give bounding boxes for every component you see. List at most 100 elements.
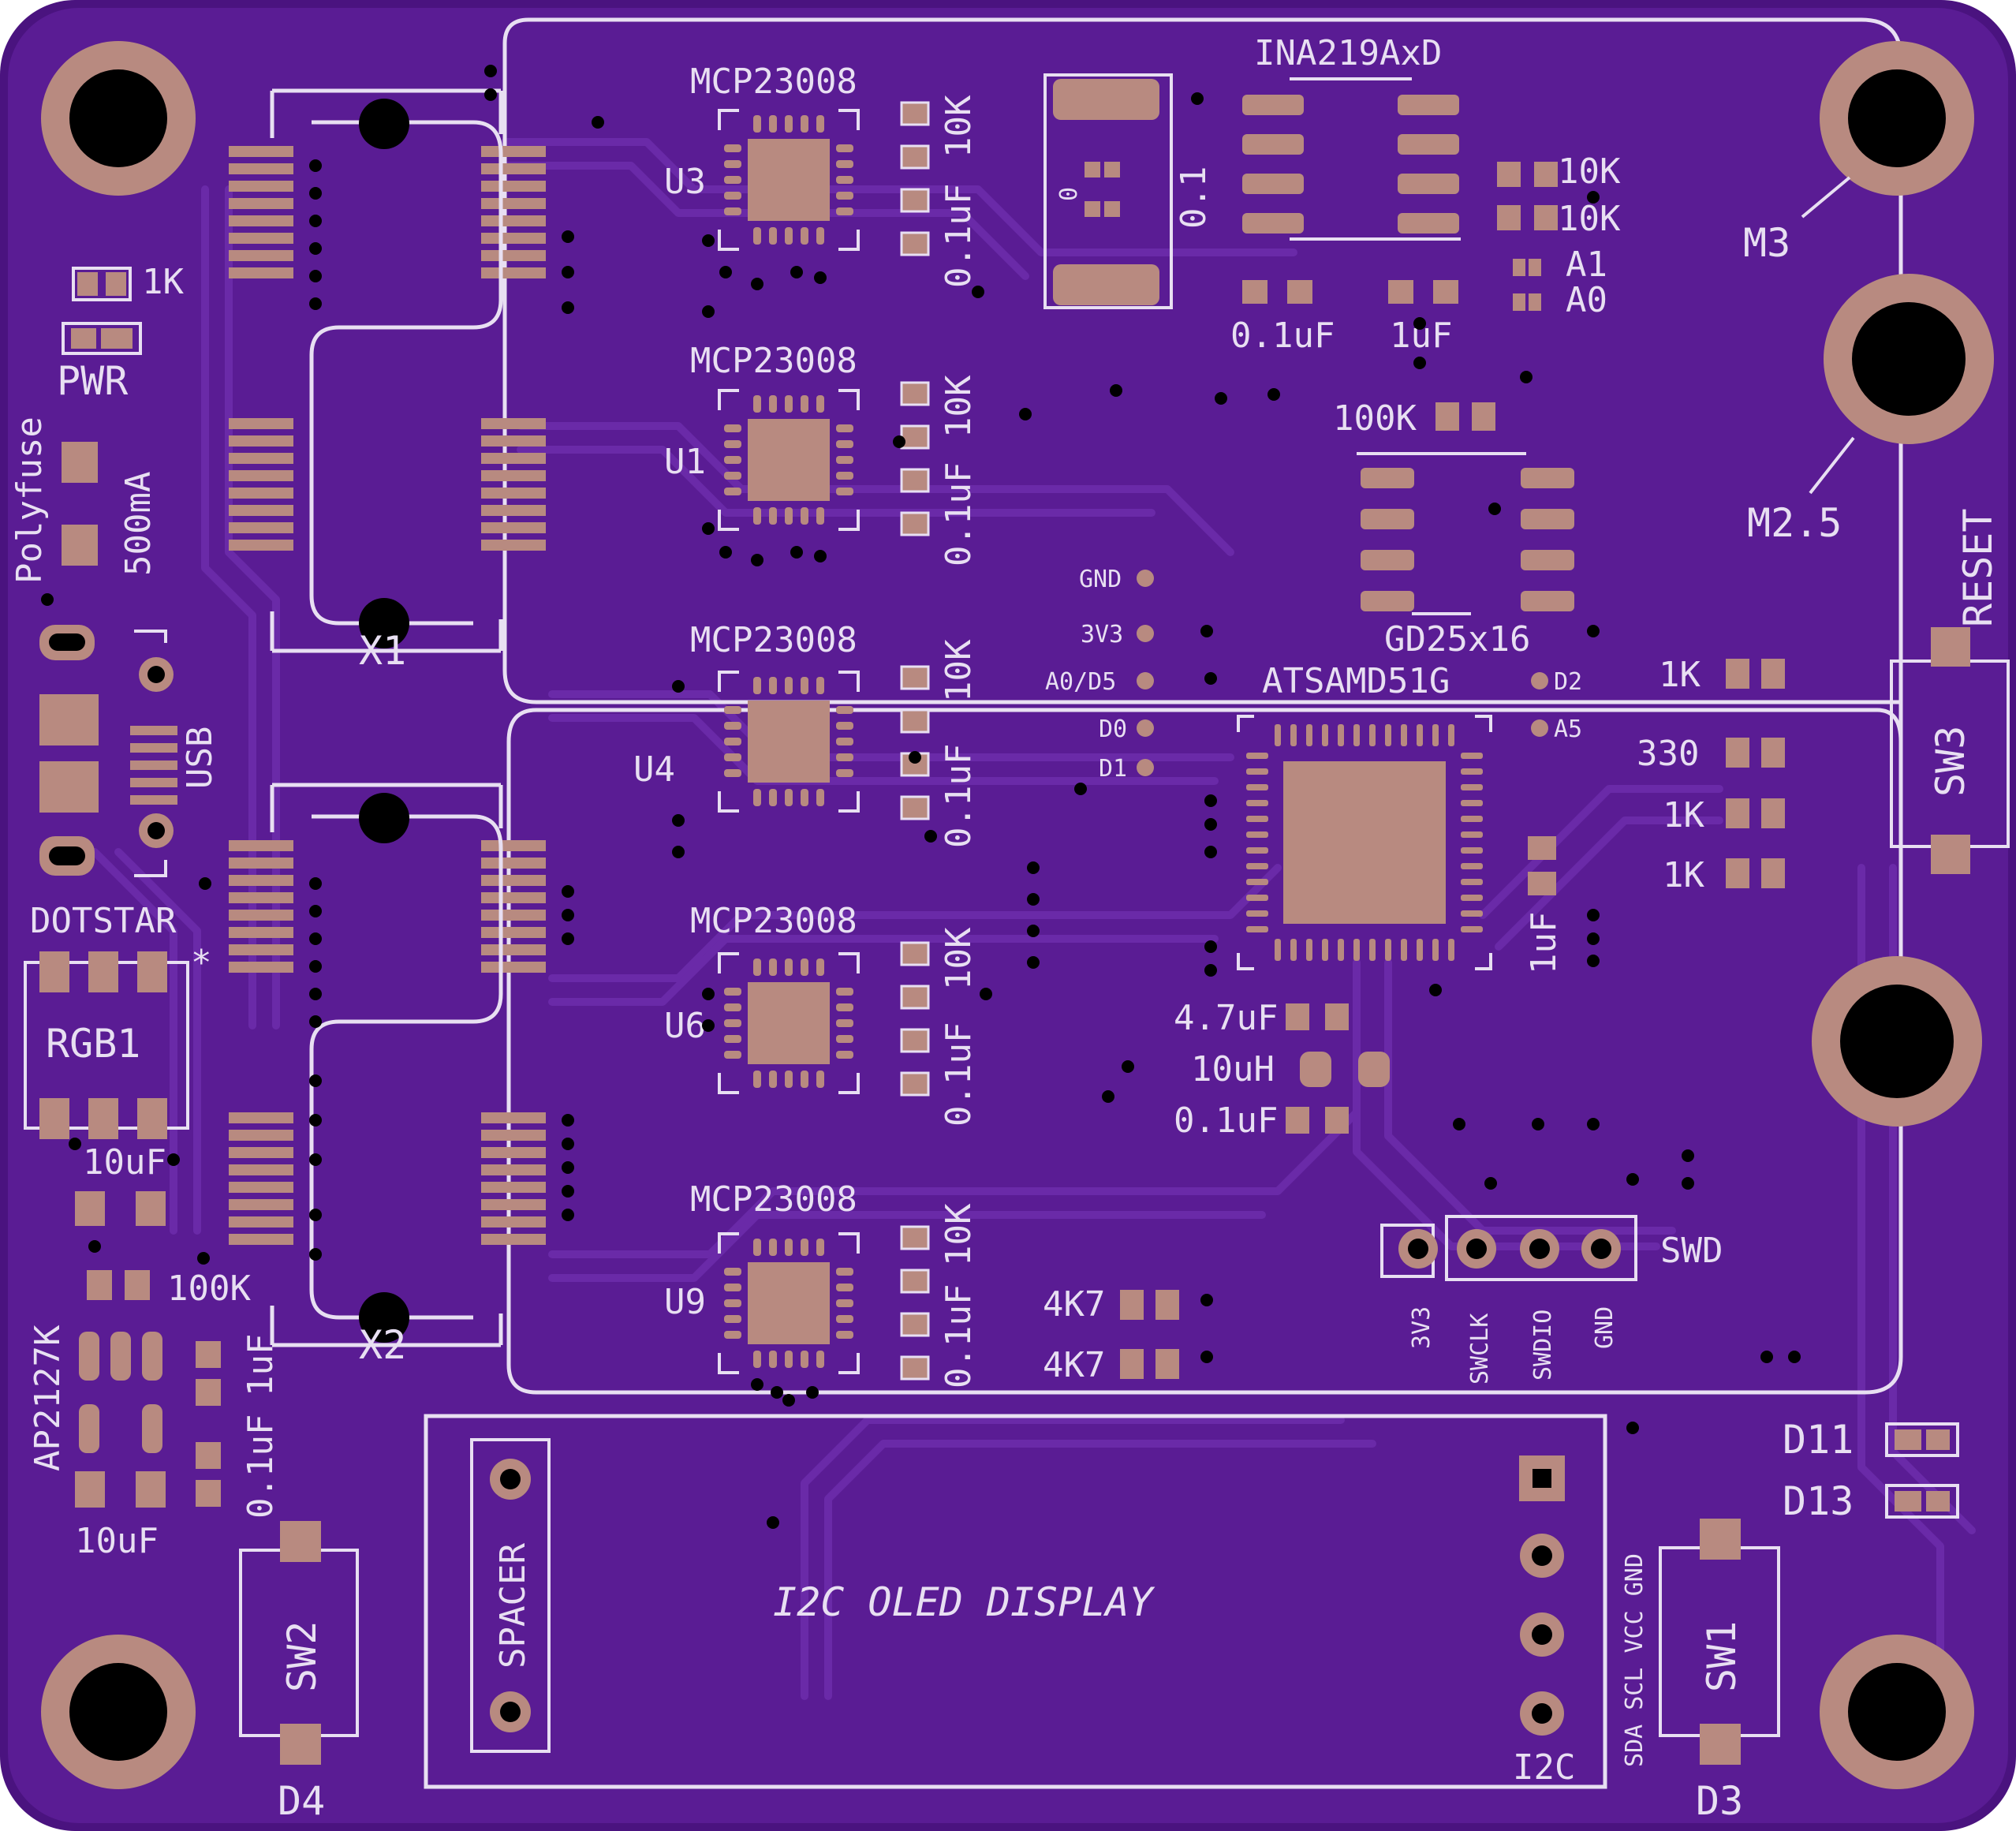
- label-ina-r1: 10K: [1558, 151, 1621, 192]
- svg-text:10K: 10K: [939, 927, 979, 990]
- label-dotstar: DOTSTAR: [30, 901, 177, 941]
- label-r1k-b: 1K: [1663, 795, 1704, 835]
- label-r1k-c: 1K: [1663, 855, 1704, 895]
- label-ina-c1: 0.1uF: [1230, 316, 1335, 356]
- shunt-resistor: [1043, 73, 1173, 309]
- label-r1k-pwr: 1K: [142, 262, 184, 302]
- label-c10uf-b: 10uF: [75, 1521, 159, 1561]
- label-m3: M3: [1743, 220, 1790, 266]
- m25-leader: [1809, 436, 1855, 495]
- svg-text:0.1uF: 0.1uF: [939, 462, 979, 566]
- label-a0: A0: [1566, 280, 1607, 320]
- regulator-passives: [75, 1191, 221, 1508]
- swd-header[interactable]: [1380, 1215, 1637, 1281]
- label-u6: U6: [664, 1006, 706, 1046]
- label-i2c-pins: SDA SCL VCC GND: [1621, 1553, 1648, 1767]
- vias: [41, 65, 1801, 1529]
- spacer-header: [470, 1438, 551, 1753]
- r100k-top-pads: [1435, 402, 1495, 431]
- label-c1uf-mcu: 1uF: [1524, 912, 1564, 974]
- label-u9: U9: [664, 1282, 706, 1322]
- usb-connector[interactable]: [39, 625, 177, 877]
- label-d2: D2: [1554, 668, 1582, 696]
- label-mcp-u9: MCP23008: [690, 1179, 857, 1220]
- label-a0d5: A0/D5: [1045, 668, 1116, 696]
- svg-text:0.1uF: 0.1uF: [939, 184, 979, 288]
- label-oled: I2C OLED DISPLAY: [773, 1579, 1155, 1625]
- label-3v3-pad: 3V3: [1081, 621, 1123, 648]
- label-rgb1: RGB1: [46, 1021, 140, 1067]
- label-spacer: SPACER: [493, 1543, 533, 1668]
- label-mcp-u1: MCP23008: [690, 341, 857, 381]
- svg-text:10K: 10K: [939, 639, 979, 702]
- ic-u4: [718, 671, 860, 813]
- ic-u1: [718, 389, 860, 531]
- label-flash: GD25x16: [1384, 619, 1530, 660]
- label-pwr: PWR: [57, 358, 129, 404]
- label-c01-mcu: 0.1uF: [1174, 1100, 1278, 1141]
- mcp-passive-labels: 10K 0.1uF 10K 0.1uF 10K 0.1uF 10K 0.1uF …: [939, 95, 979, 1388]
- ic-u9: [718, 1232, 860, 1374]
- label-reset: RESET: [1955, 508, 2001, 627]
- ic-u6: [718, 952, 860, 1094]
- label-gnd-pad: GND: [1079, 566, 1122, 593]
- label-x1: X1: [359, 628, 406, 674]
- label-swd-gnd: GND: [1591, 1306, 1618, 1349]
- switch-sw2[interactable]: [239, 1521, 359, 1765]
- label-sw1: SW1: [1699, 1621, 1745, 1692]
- svg-text:0.1uF: 0.1uF: [939, 744, 979, 848]
- i2c-header[interactable]: [1519, 1455, 1565, 1736]
- label-mcp-u4: MCP23008: [690, 620, 857, 660]
- switch-sw1[interactable]: [1659, 1519, 1780, 1765]
- label-u1: U1: [664, 442, 706, 482]
- switch-sw3[interactable]: [1890, 627, 2010, 874]
- svg-text:10K: 10K: [939, 1203, 979, 1266]
- right-resistor-pads: [1726, 659, 1785, 888]
- label-500ma: 500mA: [118, 472, 159, 576]
- label-usb: USB: [180, 727, 220, 789]
- connector-x1: [229, 88, 546, 653]
- label-sw2: SW2: [279, 1621, 325, 1692]
- label-d11: D11: [1783, 1417, 1854, 1463]
- led-rgb1: [24, 951, 189, 1139]
- label-a5: A5: [1554, 716, 1582, 743]
- label-d13: D13: [1783, 1478, 1854, 1524]
- ic-ina219: [1242, 77, 1461, 241]
- label-shunt-01: 0.1: [1174, 166, 1214, 229]
- label-a1: A1: [1566, 245, 1607, 285]
- label-l10: 10uH: [1191, 1049, 1275, 1089]
- label-u3: U3: [664, 162, 706, 202]
- label-c10uf-a: 10uF: [83, 1142, 166, 1183]
- m3-leader: [1801, 176, 1851, 219]
- led-d13: [1885, 1484, 1959, 1519]
- label-sw3: SW3: [1928, 726, 1973, 797]
- label-x2: X2: [359, 1322, 406, 1368]
- label-swd: SWD: [1660, 1231, 1723, 1271]
- svg-text:0.1uF: 0.1uF: [939, 1022, 979, 1127]
- label-4k7-b: 4K7: [1043, 1345, 1105, 1385]
- label-i2c: I2C: [1513, 1747, 1575, 1788]
- test-pads: [1137, 570, 1548, 776]
- r1k-pwr-pads: [72, 267, 132, 301]
- label-m25: M2.5: [1747, 500, 1842, 546]
- mounting-holes: [41, 41, 1994, 1789]
- label-mcp-u3: MCP23008: [690, 62, 857, 102]
- module-outline-top: [502, 17, 1903, 704]
- label-swd-swdio: SWDIO: [1529, 1310, 1557, 1381]
- led-pwr: [62, 322, 142, 355]
- label-r100k-top: 100K: [1333, 398, 1417, 439]
- label-ap2127k: AP2127K: [28, 1325, 68, 1471]
- label-ina219: INA219AxD: [1254, 33, 1442, 73]
- ic-flash-gd25: [1357, 452, 1574, 615]
- label-polyfuse: Polyfuse: [9, 417, 50, 584]
- label-mcu: ATSAMD51G: [1262, 661, 1450, 701]
- led-d11: [1885, 1422, 1959, 1457]
- label-mcp-u6: MCP23008: [690, 901, 857, 941]
- label-swd-3v3: 3V3: [1408, 1306, 1435, 1349]
- svg-text:0.1uF: 0.1uF: [939, 1284, 979, 1388]
- mcu-passive-pads: [1286, 836, 1556, 1134]
- label-d0: D0: [1099, 716, 1127, 743]
- label-c47: 4.7uF: [1174, 998, 1278, 1038]
- label-4k7-a: 4K7: [1043, 1284, 1105, 1325]
